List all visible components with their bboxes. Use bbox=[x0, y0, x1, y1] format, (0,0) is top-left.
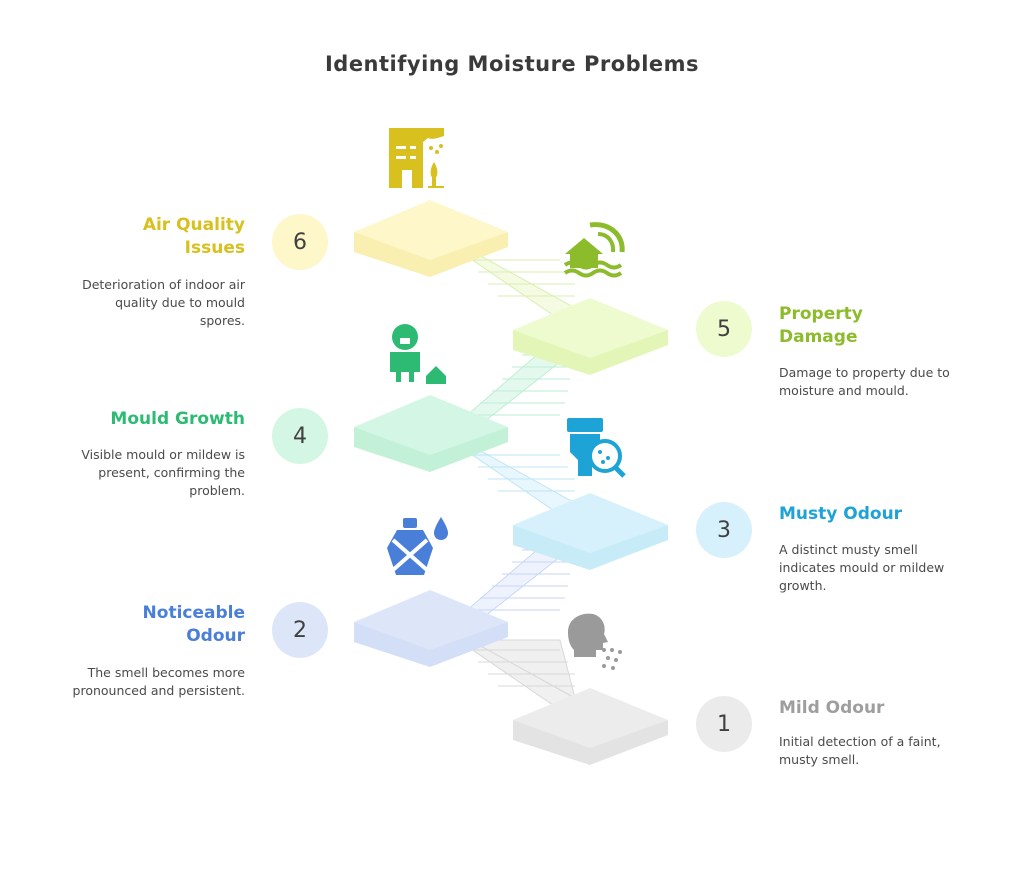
platform-6 bbox=[354, 200, 508, 277]
platform-5 bbox=[513, 298, 668, 375]
step-1-number-badge: 1 bbox=[696, 696, 752, 752]
spray-bottle-icon bbox=[387, 517, 448, 575]
step-5-description: Damage to property due to moisture and m… bbox=[779, 365, 950, 398]
smelling-head-icon bbox=[568, 613, 622, 670]
step-4-description: Visible mould or mildew is present, conf… bbox=[81, 447, 245, 498]
stair-1-2 bbox=[456, 639, 576, 713]
step-6-description: Deterioration of indoor air quality due … bbox=[82, 277, 245, 328]
stair-5-6 bbox=[456, 249, 576, 323]
step-3-description: A distinct musty smell indicates mould o… bbox=[779, 542, 945, 593]
flooded-house-icon bbox=[563, 222, 625, 278]
platform-1 bbox=[513, 688, 668, 765]
step-3-heading: Musty Odour bbox=[779, 504, 903, 524]
platform-4 bbox=[354, 395, 508, 472]
step-5-heading: Property Damage bbox=[779, 304, 863, 347]
mould-creature-icon bbox=[390, 324, 446, 384]
step-4-number-badge: 4 bbox=[272, 408, 328, 464]
stair-3-4 bbox=[456, 444, 576, 518]
step-5-number-badge: 5 bbox=[696, 301, 752, 357]
diagram-title: Identifying Moisture Problems bbox=[324, 52, 700, 76]
step-2-number-badge: 2 bbox=[272, 602, 328, 658]
polluted-building-icon bbox=[389, 128, 444, 188]
step-2-description: The smell becomes more pronounced and pe… bbox=[72, 665, 245, 698]
toilet-inspection-icon bbox=[567, 418, 626, 478]
step-1-heading: Mild Odour bbox=[779, 698, 885, 718]
step-6-heading: Air Quality Issues bbox=[142, 215, 245, 258]
step-3-number-badge: 3 bbox=[696, 502, 752, 558]
platform-2 bbox=[354, 590, 508, 667]
step-2-heading: Noticeable Odour bbox=[142, 603, 245, 646]
step-4-heading: Mould Growth bbox=[110, 409, 245, 429]
step-6-number-badge: 6 bbox=[272, 214, 328, 270]
step-1-description: Initial detection of a faint, musty smel… bbox=[779, 734, 941, 767]
platform-3 bbox=[513, 493, 668, 570]
